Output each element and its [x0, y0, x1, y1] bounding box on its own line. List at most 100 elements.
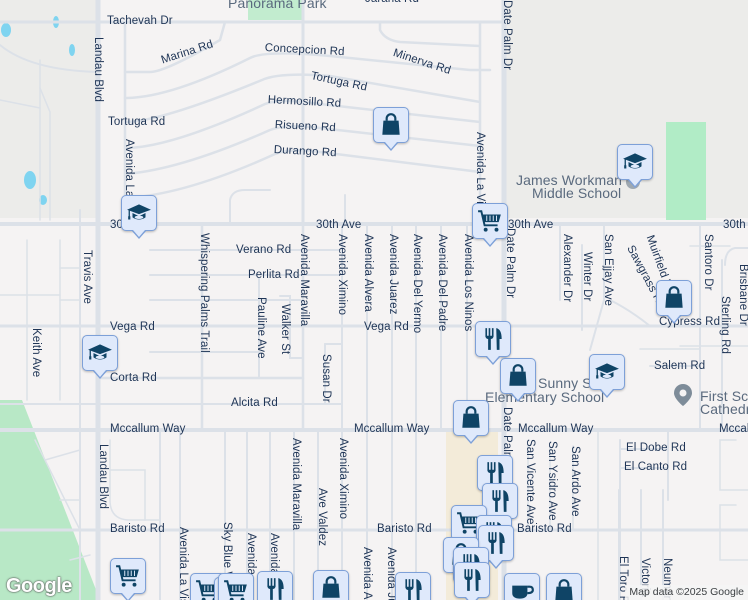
- place-label: Middle School: [532, 185, 622, 201]
- street-label: San Vicente Ave: [524, 439, 536, 525]
- poi-pin-restaurant[interactable]: [475, 321, 511, 365]
- street-label: Baristo Rd: [110, 523, 165, 535]
- street-label: Avenida La Vista: [177, 527, 189, 600]
- street-label: Vega Rd: [364, 321, 409, 333]
- restaurant-icon: [262, 576, 288, 600]
- street-label: Vega Rd: [110, 321, 155, 333]
- school-icon: [87, 340, 113, 366]
- street-label: Avenida Maravilla: [298, 234, 310, 327]
- poi-pin-shopping-bag[interactable]: [453, 400, 489, 444]
- poi-pin-school[interactable]: [121, 195, 157, 239]
- place-label: Cathedra: [700, 401, 748, 417]
- street-label: Corta Rd: [110, 372, 157, 384]
- poi-pin-school[interactable]: [82, 335, 118, 379]
- street-label: Avenida Juarez: [387, 234, 399, 315]
- street-label: Keith Ave: [30, 328, 42, 378]
- street-label: Landau Blvd: [92, 37, 104, 103]
- street-label: Salem Rd: [654, 360, 706, 372]
- street-label: San Ejjay Ave: [602, 234, 614, 307]
- map-attribution[interactable]: Map data ©2025 Google: [625, 585, 748, 600]
- street-label: Perlita Rd: [248, 269, 300, 281]
- street-label: Avenida Ximino: [336, 234, 348, 316]
- poi-pin-shopping-bag[interactable]: [656, 280, 692, 324]
- school-icon: [126, 200, 152, 226]
- street-label: Travis Ave: [81, 250, 93, 305]
- street-label: Whispering Palms Trail: [198, 233, 210, 353]
- street-label: Avenida: [268, 533, 280, 576]
- shopping-bag-icon: [318, 575, 344, 600]
- restaurant-icon: [459, 567, 485, 593]
- poi-pin-restaurant[interactable]: [257, 571, 293, 600]
- poi-pin-shopping-cart[interactable]: [218, 573, 254, 600]
- street-label: Landau Blvd: [97, 444, 109, 510]
- shopping-bag-icon: [551, 578, 577, 600]
- street-label: Tortuga Rd: [108, 116, 166, 128]
- street-label: Mccallum Way: [518, 423, 594, 435]
- shopping-cart-icon: [115, 563, 141, 589]
- street-label: Baristo Rd: [377, 523, 432, 535]
- poi-pin-shopping-bag[interactable]: [313, 570, 349, 600]
- street-label: Alcita Rd: [231, 397, 278, 409]
- street-label: Walker St: [279, 304, 291, 355]
- street-label: Pauline Ave: [255, 297, 267, 359]
- street-label: Avenida Maravilla: [290, 438, 302, 531]
- street-label: El Dobe Rd: [626, 442, 686, 454]
- street-label: Tachevah Dr: [107, 15, 173, 27]
- street-label: Santoro Dr: [702, 234, 714, 291]
- shopping-bag-icon: [505, 363, 531, 389]
- place-label: Panorama Park: [228, 0, 327, 11]
- street-label: Jarana Rd: [365, 0, 419, 6]
- poi-pin-coffee[interactable]: [504, 573, 540, 600]
- shopping-bag-icon: [378, 112, 404, 138]
- street-label: Mccallum Way: [354, 423, 430, 435]
- poi-pin-shopping-cart[interactable]: [110, 558, 146, 600]
- poi-pin-restaurant[interactable]: [454, 562, 490, 600]
- street-label: Winter Dr: [581, 252, 593, 302]
- coffee-icon: [509, 578, 535, 600]
- poi-pin-shopping-bag[interactable]: [500, 358, 536, 402]
- shopping-cart-icon: [456, 510, 482, 536]
- street-label: Alexander Dr: [561, 234, 573, 303]
- poi-pin-shopping-cart[interactable]: [472, 203, 508, 247]
- street-label: Date Palm Dr: [501, 0, 513, 71]
- restaurant-icon: [400, 577, 426, 600]
- restaurant-icon: [480, 326, 506, 352]
- street-label: Avenida Alvera: [361, 547, 373, 600]
- restaurant-icon: [482, 460, 508, 486]
- street-label: San Ardo Ave: [569, 446, 581, 517]
- shopping-bag-icon: [458, 405, 484, 431]
- street-label: Avenida: [245, 533, 257, 576]
- street-label: Ave Valdez: [316, 488, 328, 547]
- poi-pin-school[interactable]: [617, 144, 653, 188]
- poi-pin-restaurant[interactable]: [482, 483, 518, 527]
- street-label: Verano Rd: [236, 244, 292, 256]
- street-label: Date Palm Dr: [504, 228, 516, 299]
- google-logo: Google: [6, 575, 72, 597]
- restaurant-icon: [483, 530, 509, 556]
- street-label: Avenida Alvera: [362, 234, 374, 312]
- school-icon: [622, 149, 648, 175]
- poi-pin-school[interactable]: [589, 354, 625, 398]
- street-label: 30th Ave: [508, 219, 554, 231]
- school-icon: [594, 359, 620, 385]
- street-label: Brisbane Dr: [737, 264, 748, 326]
- street-label: Cypress Rd: [659, 316, 721, 328]
- place-label: James Workman: [516, 172, 623, 188]
- street-label: Avenida Del Yermo: [411, 234, 423, 334]
- poi-pin-shopping-bag[interactable]: [373, 107, 409, 151]
- street-label: San Ysidro Ave: [546, 441, 558, 521]
- place-label: First Sch: [700, 388, 748, 404]
- poi-pin-shopping-bag[interactable]: [546, 573, 582, 600]
- shopping-bag-icon: [661, 285, 687, 311]
- shopping-cart-icon: [477, 208, 503, 234]
- street-label: 30th: [723, 219, 746, 231]
- street-label: Susan Dr: [320, 354, 332, 403]
- street-label: Baristo Rd: [517, 523, 572, 535]
- street-label: Avenida Los Ninos: [462, 234, 474, 332]
- street-label: Avenida Del Padre: [436, 234, 448, 332]
- place-marker-icon: [674, 384, 692, 406]
- poi-pin-restaurant[interactable]: [395, 572, 431, 600]
- street-label: Avenida Ximino: [337, 438, 349, 520]
- street-label: Mccal: [719, 423, 748, 435]
